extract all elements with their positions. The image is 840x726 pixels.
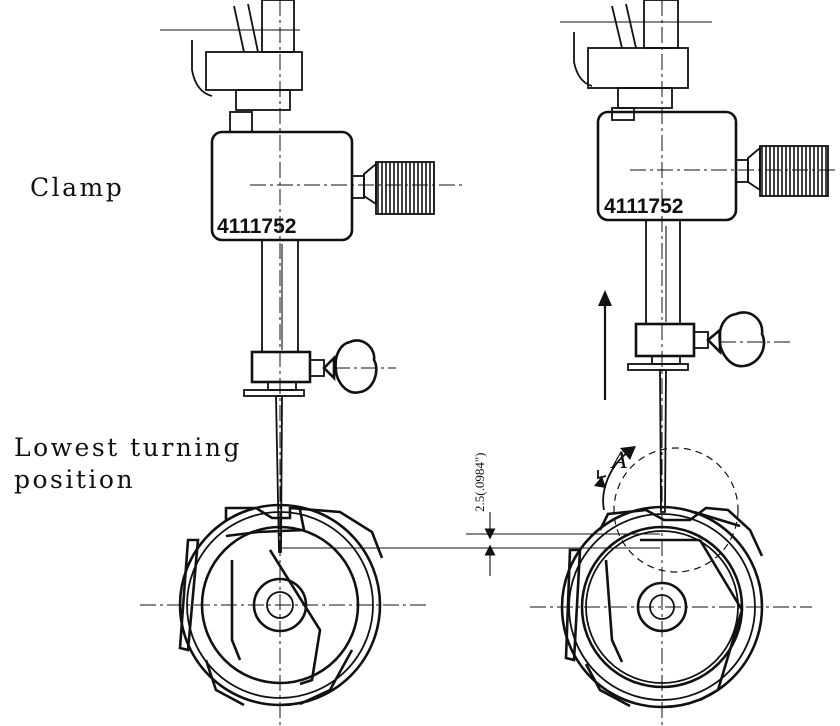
left-needle [275, 395, 283, 553]
right-needle-bar [645, 220, 681, 324]
right-thumb-screw [735, 145, 829, 197]
right-assembly [530, 0, 835, 726]
left-assembly [140, 0, 465, 726]
right-needle [659, 369, 667, 513]
left-thumb-screw [351, 161, 435, 215]
right-needle-clamp [627, 311, 790, 371]
part-number-right: 4111752 [604, 195, 683, 218]
left-needle-clamp [243, 339, 396, 397]
curved-arrow-icon [594, 446, 636, 511]
rotation-label: A [610, 449, 628, 474]
lowest-turning-label-line1: Lowest turning [14, 433, 242, 462]
right-needle-bar-top [560, 0, 712, 121]
left-needle-bar [261, 240, 299, 352]
dimension-callout: 2.5(.0984") [282, 453, 660, 576]
clamp-label: Clamp [30, 173, 124, 202]
rotation-path-circle [613, 447, 739, 573]
dimension-label: 2.5(.0984") [472, 453, 487, 512]
left-needle-bar-top [160, 0, 303, 133]
part-number-left: 4111752 [217, 215, 296, 238]
up-arrow-icon [598, 290, 612, 400]
lowest-turning-label-line2: position [14, 465, 135, 494]
